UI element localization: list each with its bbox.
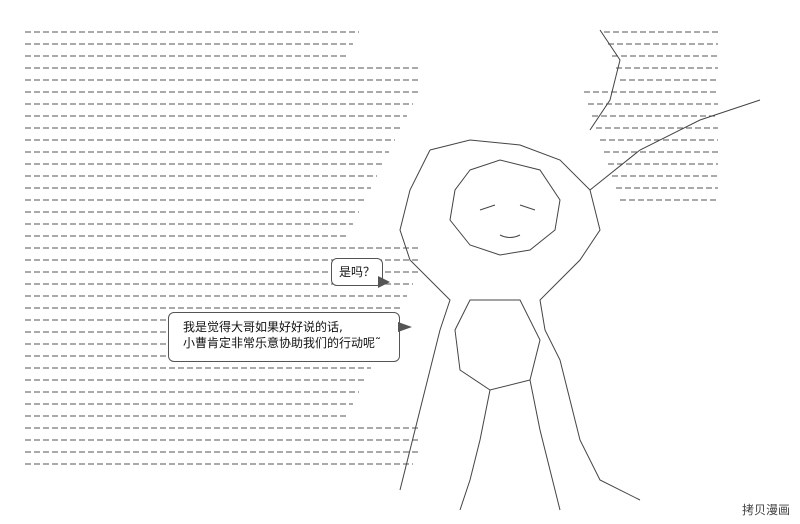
background-dash-lines <box>25 31 718 465</box>
speech-bubble-large-line-2: 小曹肯定非常乐意协助我们的行动呢˜ <box>183 336 382 350</box>
character-figure <box>399 29 761 511</box>
speech-bubble-small-text: 是吗？ <box>338 265 375 279</box>
speech-bubble-large: 我是觉得大哥如果好好说的话, 小曹肯定非常乐意协助我们的行动呢˜ <box>168 312 400 362</box>
speech-bubble-large-line-1: 我是觉得大哥如果好好说的话, <box>183 320 343 334</box>
speech-bubble-small-tail <box>378 276 390 288</box>
speech-bubble-large-tail <box>398 322 412 332</box>
speech-bubble-small: 是吗？ <box>331 258 383 286</box>
watermark-text: 拷贝漫画 <box>739 501 792 518</box>
